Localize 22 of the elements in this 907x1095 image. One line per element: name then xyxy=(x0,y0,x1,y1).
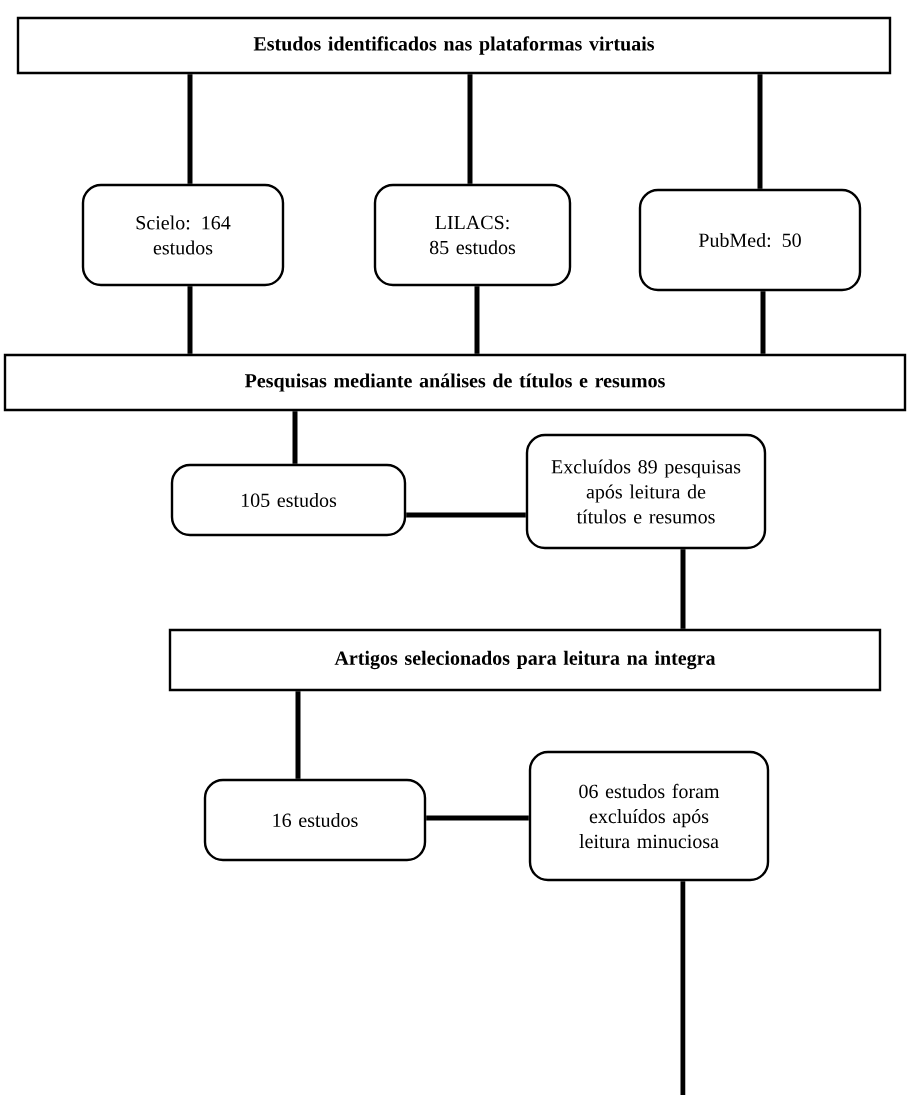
connector-line xyxy=(760,291,766,354)
title-box: Pesquisas mediante análises de títulos e resumos xyxy=(3,353,907,412)
connector-line xyxy=(474,286,480,354)
connector-line xyxy=(680,881,686,1095)
connector-line xyxy=(757,74,763,189)
connector-line xyxy=(295,691,301,779)
title-box: Artigos selecionados para leitura na integra xyxy=(168,628,882,692)
process-box: Excluídos 89 pesquisas após leitura de títulos e resumos xyxy=(525,433,767,550)
process-box: PubMed: 50 xyxy=(638,188,862,292)
connector-line xyxy=(680,549,686,629)
connector-line xyxy=(467,74,473,184)
process-box: Scielo: 164 estudos xyxy=(81,183,285,287)
process-box: 105 estudos xyxy=(170,463,407,537)
process-box: LILACS: 85 estudos xyxy=(373,183,572,287)
connector-line xyxy=(187,74,193,184)
connector-line xyxy=(406,512,526,518)
connector-line xyxy=(187,286,193,354)
process-box: 16 estudos xyxy=(203,778,427,862)
connector-line xyxy=(426,815,529,821)
connector-line xyxy=(292,411,298,464)
title-box: Estudos identificados nas plataformas virtuais xyxy=(16,16,892,75)
process-box: 06 estudos foram excluídos após leitura minuciosa xyxy=(528,750,770,882)
